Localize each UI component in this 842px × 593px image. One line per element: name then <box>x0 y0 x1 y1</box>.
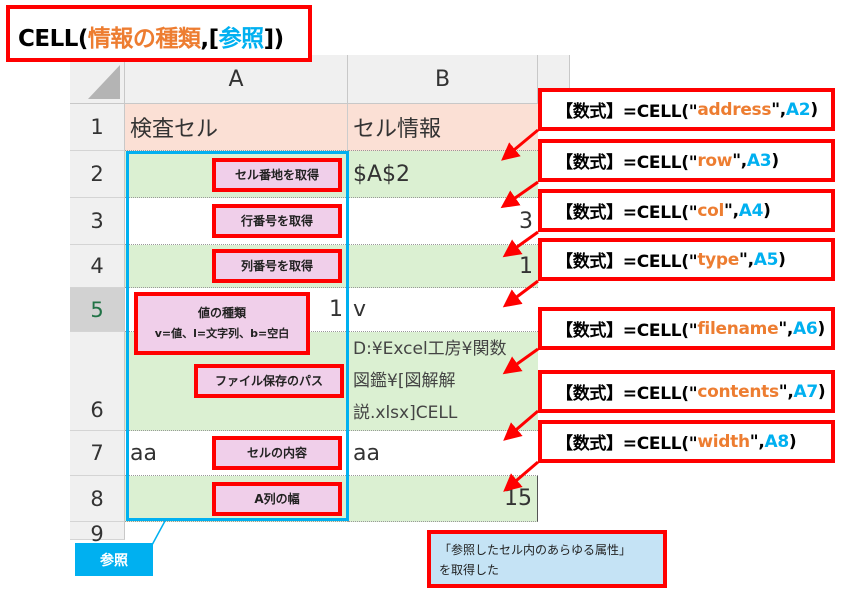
row-header-5[interactable]: 5 <box>70 288 125 332</box>
row-header-7[interactable]: 7 <box>70 431 125 476</box>
row-header-4[interactable]: 4 <box>70 245 125 288</box>
row-header-3[interactable]: 3 <box>70 198 125 245</box>
column-header-a[interactable]: A <box>125 55 348 104</box>
arrow-col <box>502 230 539 258</box>
arrow-address <box>501 128 539 161</box>
cell-a7[interactable]: aa <box>125 431 348 476</box>
column-header-b[interactable]: B <box>348 55 538 104</box>
row-header-6[interactable]: 6 <box>70 332 125 431</box>
note-filename: ファイル保存のパス <box>194 364 344 398</box>
formula-type: 【数式】=CELL("type",A5) <box>538 238 835 281</box>
arrow-row <box>500 180 539 209</box>
cell-b6[interactable]: D:¥Excel工房¥関数図鑑¥[図解解説.xlsx]CELL <box>348 332 538 431</box>
filename-line: D:¥Excel工房¥関数 <box>353 339 507 359</box>
cell-b3[interactable]: 3 <box>348 198 538 245</box>
reference-label: 参照 <box>75 543 153 576</box>
cell-b7[interactable]: aa <box>348 431 538 476</box>
arrow-width <box>503 460 539 492</box>
row-header-2[interactable]: 2 <box>70 151 125 198</box>
cell-b8[interactable]: 15 <box>348 476 538 522</box>
arrow-filename <box>502 347 539 375</box>
select-all-corner[interactable] <box>70 55 125 104</box>
formula-width: 【数式】=CELL("width",A8) <box>538 420 835 463</box>
note-width: A列の幅 <box>212 482 342 516</box>
arrow-type <box>502 279 539 308</box>
note-col: 列番号を取得 <box>212 249 342 283</box>
cell-a1[interactable]: 検査セル <box>125 104 348 151</box>
formula-col: 【数式】=CELL("col",A4) <box>538 189 835 232</box>
row-header-8[interactable]: 8 <box>70 476 125 522</box>
formula-address: 【数式】=CELL("address",A2) <box>538 88 835 131</box>
note-row: 行番号を取得 <box>212 204 342 238</box>
reference-range-highlight <box>126 151 349 521</box>
note-contents: セルの内容 <box>212 436 342 470</box>
formula-contents: 【数式】=CELL("contents",A7) <box>538 370 835 413</box>
cell-a3[interactable] <box>125 198 348 245</box>
summary-callout: 「参照したセル内のあらゆる属性」を取得した <box>427 530 667 588</box>
cell-b5[interactable]: v <box>348 288 538 332</box>
note-address: セル番地を取得 <box>212 158 342 192</box>
formula-title: CELL(情報の種類,[参照]) <box>6 5 312 62</box>
formula-filename: 【数式】=CELL("filename",A6) <box>538 307 835 350</box>
row-header-1[interactable]: 1 <box>70 104 125 151</box>
formula-row: 【数式】=CELL("row",A3) <box>538 139 835 182</box>
filename-line: 説.xlsx]CELL <box>353 403 458 423</box>
arrow-contents <box>503 409 539 441</box>
filename-line: 図鑑¥[図解解 <box>353 371 456 391</box>
